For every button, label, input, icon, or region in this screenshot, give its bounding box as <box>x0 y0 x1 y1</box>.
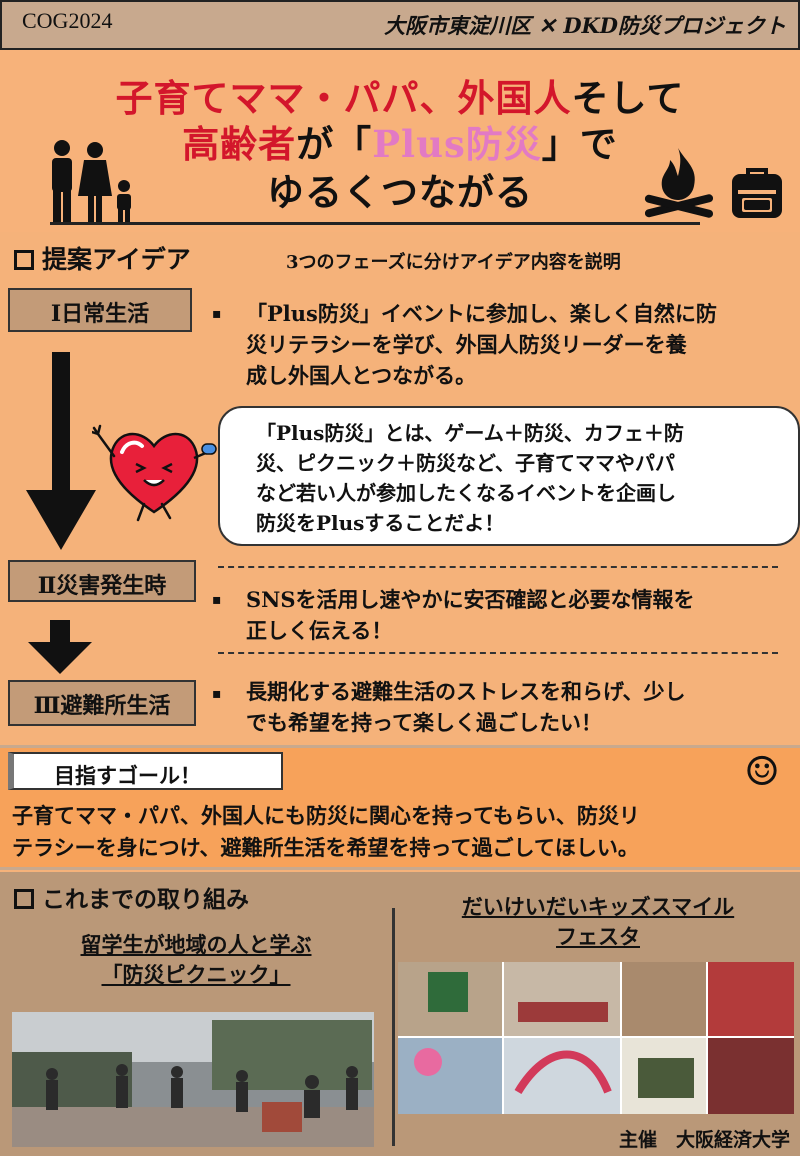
phase-3-label: Ⅲ避難所生活 <box>8 680 196 726</box>
bullet-icon: ▪ <box>212 306 222 322</box>
smiley-icon: ☺ <box>744 749 780 795</box>
campfire-icon <box>644 148 714 218</box>
phase-2-text: SNSを活用し速やかに安否確認と必要な情報を 正しく伝える！ <box>246 587 695 643</box>
kids-festa-photo-collage <box>398 962 794 1114</box>
header-project-title: 大阪市東淀川区 ✕ DKD防災プロジェクト <box>384 13 786 38</box>
host-credit: 主催 大阪経済大学 <box>618 1129 790 1151</box>
column-divider <box>392 908 395 1146</box>
hero-line-1: 子育てママ・パパ、外国人そして <box>115 76 685 120</box>
goal-label: 目指すゴール！ <box>8 752 283 790</box>
arrow-down-icon <box>26 352 96 550</box>
heart-mascot-icon <box>92 424 217 522</box>
dashed-divider <box>218 566 778 568</box>
proposal-section-title: 提案アイデア <box>14 240 191 276</box>
proposal-subtitle: 3つのフェーズに分けアイデア内容を説明 <box>286 252 621 273</box>
dashed-divider <box>218 652 778 654</box>
picnic-photo <box>12 1012 374 1147</box>
arrow-down-icon <box>28 620 92 674</box>
hero-divider <box>50 222 700 225</box>
bullet-icon: ▪ <box>212 592 222 608</box>
header-bar <box>0 0 800 50</box>
header-event-code: COG2024 <box>22 8 113 33</box>
goal-text: 子育てママ・パパ、外国人にも防災に関心を持ってもらい、防災リ テラシーを身につけ… <box>12 803 640 860</box>
hero-line-3: ゆるくつながる <box>267 170 533 214</box>
bullet-icon: ▪ <box>212 686 222 702</box>
phase-1-text: 「Plus防災」イベントに参加し、楽しく自然に防 災リテラシーを学び、外国人防災… <box>246 301 717 388</box>
phase-1-label: Ⅰ日常生活 <box>8 288 192 332</box>
checkbox-icon <box>14 250 34 270</box>
backpack-icon <box>732 168 782 218</box>
efforts-title: これまでの取り組み <box>14 880 249 914</box>
plus-bousai-speech-bubble: 「Plus防災」とは、ゲーム＋防災、カフェ＋防 災、ピクニック＋防災など、子育て… <box>218 406 800 546</box>
kids-festa-caption: だいけいだいキッズスマイル フェスタ <box>461 895 735 949</box>
checkbox-icon <box>14 889 34 909</box>
picnic-caption: 留学生が地域の人と学ぶ 「防災ピクニック」 <box>80 933 312 987</box>
family-icon <box>52 140 131 224</box>
hero-line-2: 高齢者が「Plus防災」で <box>182 122 618 166</box>
phase-2-label: Ⅱ災害発生時 <box>8 560 196 602</box>
phase-3-text: 長期化する避難生活のストレスを和らげ、少し でも希望を持って楽しく過ごしたい！ <box>246 679 686 735</box>
